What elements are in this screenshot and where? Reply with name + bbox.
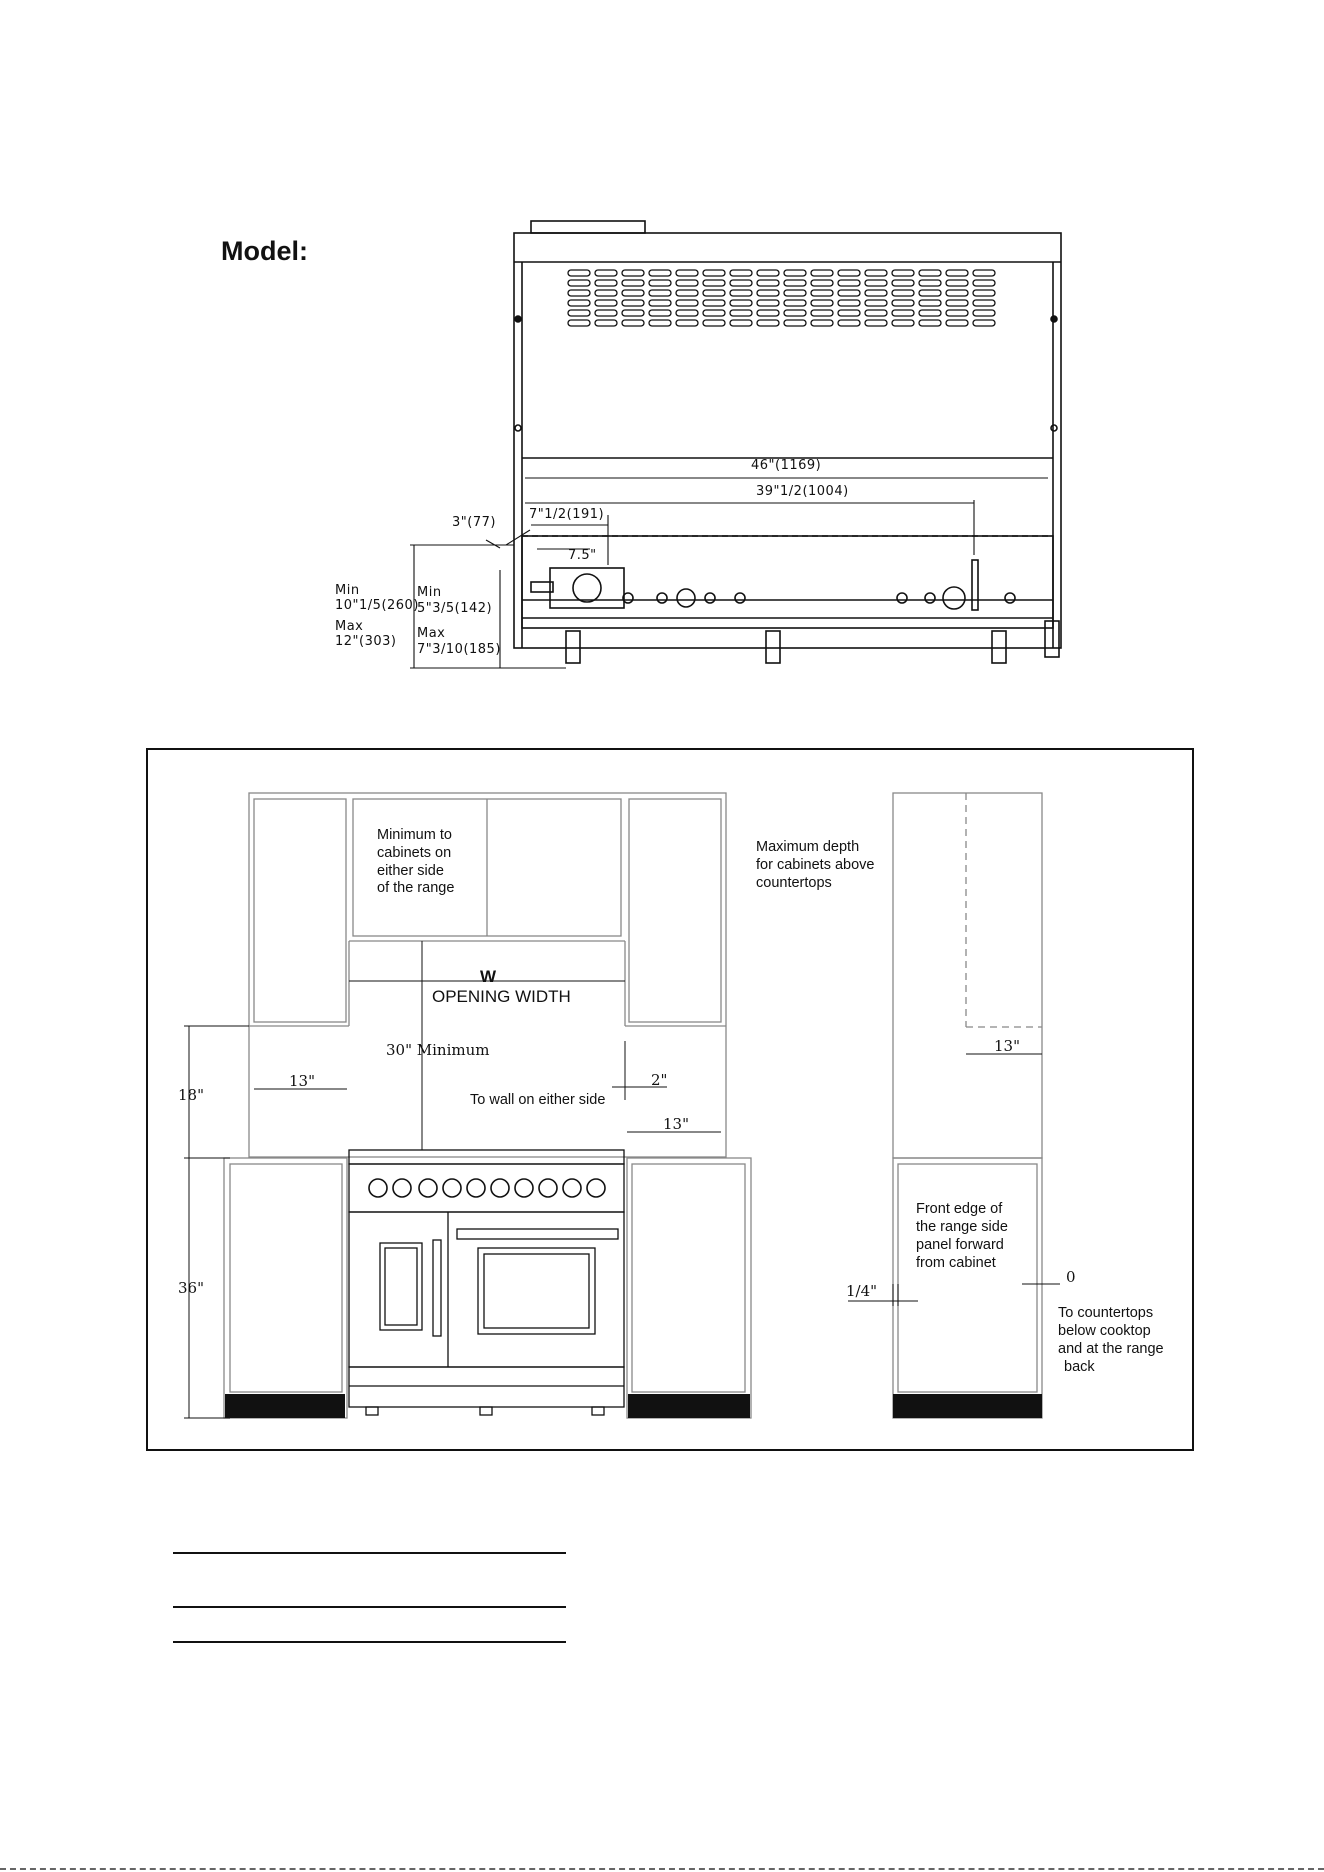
countertop-note: To countertops below cooktop and at the …: [1058, 1305, 1168, 1375]
height-36: 36": [178, 1279, 204, 1297]
width-13-left: 13": [289, 1072, 315, 1090]
dim-min-value-2: 5"3/5(142): [417, 601, 492, 616]
side-view-drawing: [892, 792, 1043, 1419]
opening-symbol: W: [480, 967, 497, 986]
offset-quarter-inch: 1/4": [846, 1282, 877, 1300]
dim-max-value-2: 7"3/10(185): [417, 642, 501, 657]
blank-line-3: [173, 1641, 566, 1643]
wall-clearance: 2": [651, 1071, 667, 1089]
side-dimension-lines: [848, 1053, 1060, 1306]
dim-gas-inlet-offset: 7"1/2(191): [529, 507, 604, 522]
width-13-right: 13": [663, 1115, 689, 1133]
model-label: Model:: [221, 236, 308, 266]
dim-max-label-2: Max: [417, 626, 445, 641]
toe-kick-side: [893, 1394, 1042, 1418]
depth-13: 13": [994, 1037, 1020, 1055]
offset-zero: 0: [1066, 1268, 1076, 1286]
back-dimension-lines: [410, 477, 1048, 669]
wall-note: To wall on either side: [470, 1092, 605, 1108]
dim-min-label-2: Min: [417, 585, 442, 600]
range-knobs: [368, 1178, 606, 1198]
toe-kick-right: [628, 1394, 750, 1418]
front-edge-note: Front edge of the range side panel forwa…: [916, 1201, 1012, 1271]
depth-note: Maximum depth for cabinets above counter…: [756, 839, 879, 891]
back-view-drawing: [410, 220, 1062, 669]
installation-frame: [146, 748, 1194, 1451]
dim-gas-inlet-label: 7.5": [568, 548, 597, 563]
page-edge-rule: [0, 1868, 1324, 1870]
vent-grille: [567, 269, 996, 327]
toe-kick-left: [225, 1394, 345, 1418]
dim-max-label-1: Max: [335, 619, 363, 634]
front-view-drawing: [223, 792, 752, 1419]
blank-line-1: [173, 1552, 566, 1554]
dim-min-value-1: 10"1/5(260): [335, 598, 419, 613]
height-18: 18": [178, 1086, 204, 1104]
dim-overall-width: 46"(1169): [751, 458, 821, 473]
blank-line-2: [173, 1606, 566, 1608]
dim-max-value-1: 12"(303): [335, 634, 396, 649]
cabinet-note: Minimum to cabinets on either side of th…: [377, 827, 456, 896]
dim-min-label-1: Min: [335, 583, 360, 598]
dim-top-offset: 3"(77): [452, 515, 496, 530]
opening-width-label: OPENING WIDTH: [432, 987, 571, 1006]
dim-cord-position: 39"1/2(1004): [756, 484, 849, 499]
front-dimension-lines: [184, 941, 721, 1419]
clearance-30-minimum: 30" Minimum: [386, 1041, 489, 1059]
